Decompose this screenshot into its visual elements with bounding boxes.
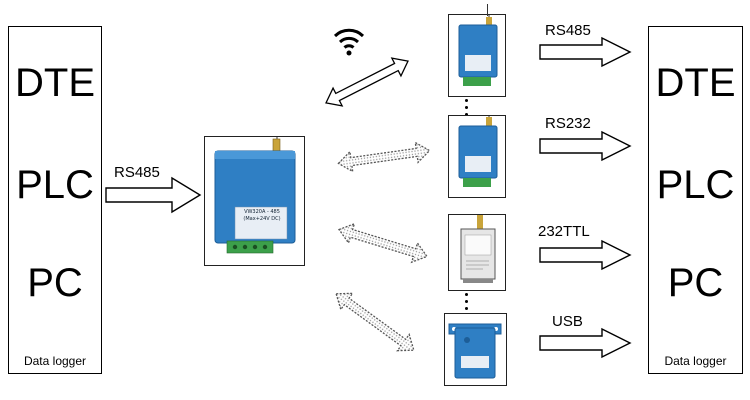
ellipsis-2 (465, 293, 469, 314)
right-panel: DTE PLC PC Data logger (648, 26, 743, 374)
device-1-antenna (487, 4, 488, 16)
output-arrow-rs485 (539, 36, 632, 68)
wireless-link-4 (335, 292, 415, 352)
input-arrow (105, 176, 202, 214)
left-dte-label: DTE (15, 61, 95, 105)
output-label-rs485: RS485 (545, 22, 591, 39)
right-footer-label: Data logger (664, 354, 727, 368)
left-pc-label: PC (27, 261, 83, 305)
ellipsis-1 (465, 99, 469, 120)
right-pc-label: PC (667, 261, 724, 305)
device-3-frame (448, 214, 506, 291)
output-label-usb: USB (552, 313, 583, 330)
left-footer-label: Data logger (23, 354, 87, 368)
device-3-image (460, 215, 496, 283)
wireless-link-3 (337, 222, 429, 264)
device-4-image (448, 323, 502, 379)
left-panel: DTE PLC PC Data logger (8, 26, 102, 374)
device-4-frame (444, 313, 507, 386)
right-plc-label: PLC (656, 163, 735, 207)
center-device-frame: VW320A - 485 (Max+24V DC) (204, 124, 305, 266)
right-dte-label: DTE (655, 61, 736, 105)
output-label-232ttl: 232TTL (538, 223, 590, 240)
output-arrow-usb (539, 327, 632, 359)
center-device-spec-text: (Max+24V DC) (243, 216, 281, 222)
output-arrow-rs232 (539, 130, 632, 162)
device-2-image (458, 112, 498, 187)
wireless-link-1 (325, 57, 409, 107)
wireless-link-2 (337, 141, 431, 173)
output-label-rs232: RS232 (545, 115, 591, 132)
center-device-model-text: VW320A - 485 (244, 209, 280, 215)
input-link-label: RS485 (114, 164, 160, 181)
output-arrow-232ttl (539, 239, 632, 271)
device-2-frame (448, 112, 506, 198)
center-device-image (214, 124, 296, 254)
wifi-icon (333, 28, 365, 56)
left-plc-label: PLC (16, 163, 94, 207)
device-1-frame (448, 11, 506, 97)
device-1-image (458, 11, 498, 86)
